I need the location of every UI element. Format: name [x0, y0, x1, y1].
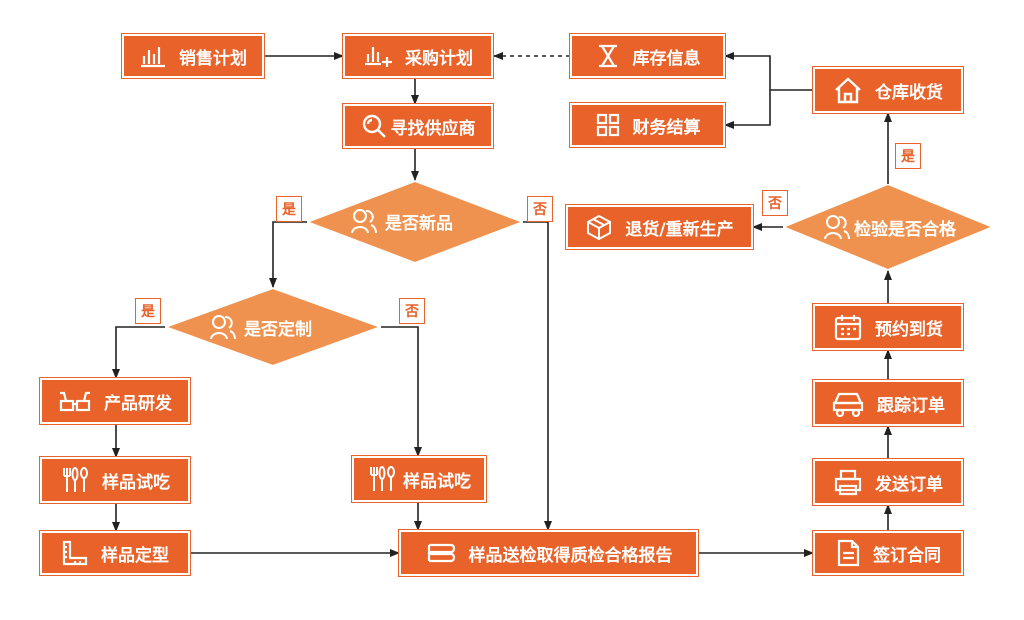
node-product-rd: 产品研发 — [40, 378, 190, 424]
arrow-custom-no — [381, 326, 422, 457]
diamond-inspection-qualified — [780, 182, 996, 272]
decision-inspection-qualified: 检验是否合格 — [822, 213, 956, 241]
node-sample-tasting-mid: 样品试吃 — [352, 456, 486, 502]
arrow-new-yes — [269, 221, 307, 288]
node-label: 采购计划 — [405, 48, 473, 69]
node-schedule-delivery: 预约到货 — [813, 304, 963, 350]
printer-icon — [833, 468, 863, 496]
tag-yes-new: 是 — [276, 196, 302, 222]
node-label: 寻找供应商 — [390, 118, 476, 139]
node-label: 产品研发 — [104, 393, 172, 414]
node-label: 销售计划 — [179, 48, 247, 69]
people-icon — [822, 213, 852, 241]
node-sales-plan: 销售计划 — [122, 34, 264, 78]
node-finance-settlement: 财务结算 — [570, 103, 725, 147]
hourglass-icon — [595, 43, 621, 69]
arrow-new-no — [523, 221, 552, 531]
magnifier-icon — [361, 113, 387, 139]
node-label: 样品试吃 — [403, 471, 471, 492]
grid-icon — [595, 112, 621, 138]
node-label: 跟踪订单 — [877, 395, 945, 416]
utensils-icon — [60, 465, 90, 495]
calendar-icon — [833, 312, 863, 342]
decision-is-new-product: 是否新品 — [349, 207, 453, 235]
tag-no-custom: 否 — [399, 298, 425, 324]
people-icon — [349, 207, 379, 235]
node-send-order: 发送订单 — [813, 459, 963, 505]
car-icon — [831, 389, 865, 417]
node-sign-contract: 签订合同 — [813, 531, 963, 575]
glasses-icon — [58, 389, 92, 413]
decision-label: 是否新品 — [385, 213, 453, 234]
node-inventory-info: 库存信息 — [570, 34, 725, 78]
node-label: 签订合同 — [873, 545, 941, 566]
bar-chart-plus-icon — [363, 43, 393, 69]
node-label: 发送订单 — [875, 474, 943, 495]
node-label: 财务结算 — [632, 117, 701, 138]
node-label: 库存信息 — [632, 48, 701, 69]
document-stack-icon — [425, 541, 457, 565]
node-sample-finalize: 样品定型 — [40, 531, 190, 575]
node-quality-report: 样品送检取得质检合格报告 — [399, 530, 698, 576]
node-find-supplier: 寻找供应商 — [343, 104, 493, 148]
box-icon — [585, 213, 613, 241]
document-icon — [835, 538, 861, 568]
node-label: 仓库收货 — [875, 82, 943, 103]
decision-label: 是否定制 — [244, 319, 312, 340]
utensils-icon — [367, 464, 397, 494]
tag-no-inspect: 否 — [762, 190, 788, 216]
node-label: 样品试吃 — [102, 472, 170, 493]
node-sample-tasting-left: 样品试吃 — [40, 457, 190, 503]
node-return-reproduce: 退货/重新生产 — [566, 205, 753, 249]
ruler-icon — [61, 539, 89, 567]
decision-is-customized: 是否定制 — [208, 313, 312, 341]
decision-label: 检验是否合格 — [854, 219, 956, 240]
house-icon — [833, 76, 863, 104]
bar-chart-icon — [139, 44, 167, 68]
tag-yes-inspect: 是 — [895, 143, 921, 169]
tag-no-new: 否 — [527, 196, 553, 222]
tag-yes-custom: 是 — [135, 298, 161, 324]
node-label: 样品定型 — [101, 545, 169, 566]
arrow-warehouse-to-inventory — [724, 52, 771, 90]
node-track-order: 跟踪订单 — [813, 380, 963, 426]
people-icon — [208, 313, 238, 341]
arrow-custom-yes — [112, 326, 165, 379]
node-label: 预约到货 — [875, 319, 943, 340]
arrow-warehouse-to-finance — [724, 90, 771, 129]
node-label: 样品送检取得质检合格报告 — [468, 545, 673, 566]
node-label: 退货/重新生产 — [625, 219, 734, 240]
node-purchase-plan: 采购计划 — [343, 34, 493, 78]
node-warehouse-receipt: 仓库收货 — [813, 67, 963, 113]
